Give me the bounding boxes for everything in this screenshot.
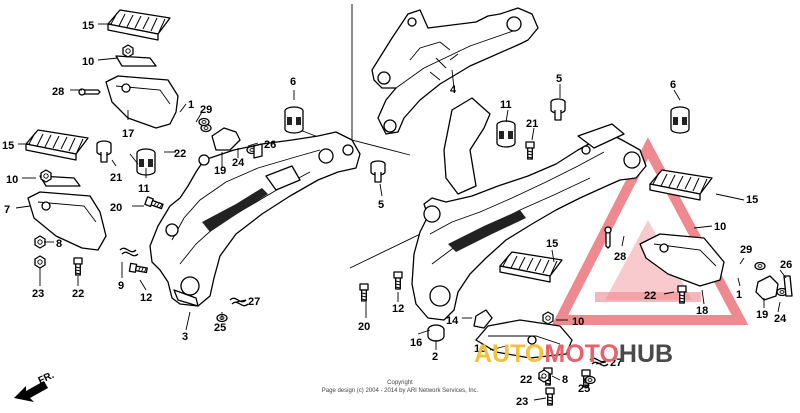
callout-21: 21	[110, 172, 122, 184]
callout-12: 12	[392, 303, 404, 315]
leader-lines	[15, 23, 787, 401]
right-lower-footpeg	[475, 251, 573, 359]
callout-8: 8	[56, 238, 62, 250]
callout-9: 9	[118, 280, 124, 292]
callout-26: 26	[780, 259, 792, 271]
callout-29: 29	[740, 244, 752, 256]
callout-10: 10	[6, 174, 18, 186]
callout-4: 4	[450, 84, 457, 96]
callout-2: 2	[432, 351, 438, 363]
callout-20: 20	[358, 321, 370, 333]
callout-12: 12	[140, 292, 152, 304]
right-upper-footpeg	[639, 169, 725, 287]
front-direction-arrow: FR.	[14, 370, 56, 402]
callout-23: 23	[32, 288, 44, 300]
front-label: FR.	[37, 370, 56, 387]
callout-1: 1	[188, 99, 194, 111]
callout-16: 16	[410, 337, 422, 349]
callout-15: 15	[546, 238, 558, 250]
callout-19: 19	[756, 309, 768, 321]
callout-1: 1	[736, 289, 742, 301]
callout-19: 19	[214, 165, 226, 177]
left-lower-footpeg	[25, 129, 107, 251]
callout-15: 15	[2, 140, 14, 152]
callout-10: 10	[572, 316, 584, 328]
copyright-notice: Page design (c) 2004 - 2014 by ARI Netwo…	[322, 388, 479, 394]
callout-22: 22	[644, 290, 656, 302]
callout-13: 13	[474, 343, 486, 355]
callout-10: 10	[714, 221, 726, 233]
callout-14: 14	[446, 315, 459, 327]
callout-23: 23	[516, 396, 528, 408]
bracket-inset-part	[371, 7, 539, 135]
callout-5: 5	[556, 73, 562, 85]
callout-7: 7	[4, 204, 10, 216]
callout-5: 5	[378, 199, 384, 211]
callout-18: 18	[696, 305, 708, 317]
callout-28: 28	[614, 251, 626, 263]
copyright-label: Copyright	[387, 380, 413, 386]
callout-26: 26	[264, 139, 276, 151]
callout-29: 29	[200, 104, 212, 116]
callout-25: 25	[214, 322, 226, 334]
callout-6: 6	[290, 76, 296, 88]
callout-numbers: 15 10 28 1 29 17 15 22 21 11 10 19 24 26…	[2, 20, 792, 408]
watermark-text: AUTOMOTOHUB	[474, 340, 673, 368]
callout-25: 25	[578, 383, 590, 395]
callout-22: 22	[520, 374, 532, 386]
left-upper-footpeg	[105, 9, 179, 129]
callout-22: 22	[72, 288, 84, 300]
callout-10: 10	[82, 56, 94, 68]
callout-11: 11	[500, 99, 512, 111]
callout-20: 20	[110, 202, 122, 214]
callout-11: 11	[138, 183, 150, 195]
left-step-bracket	[149, 131, 361, 307]
callout-24: 24	[774, 313, 787, 325]
callout-27: 27	[248, 296, 260, 308]
hardware-parts	[34, 88, 793, 406]
callout-17: 17	[122, 128, 134, 140]
callout-22: 22	[174, 148, 186, 160]
callout-15: 15	[82, 20, 94, 32]
right-step-bracket	[411, 97, 647, 321]
callout-15: 15	[746, 194, 758, 206]
callout-27: 27	[610, 357, 622, 369]
watermark-word: AUTOMOTOHUB	[474, 340, 673, 368]
callout-3: 3	[182, 331, 188, 343]
callout-24: 24	[232, 157, 245, 169]
callout-6: 6	[670, 79, 676, 91]
callout-28: 28	[52, 86, 64, 98]
callout-8: 8	[562, 374, 568, 386]
callout-21: 21	[526, 118, 538, 130]
